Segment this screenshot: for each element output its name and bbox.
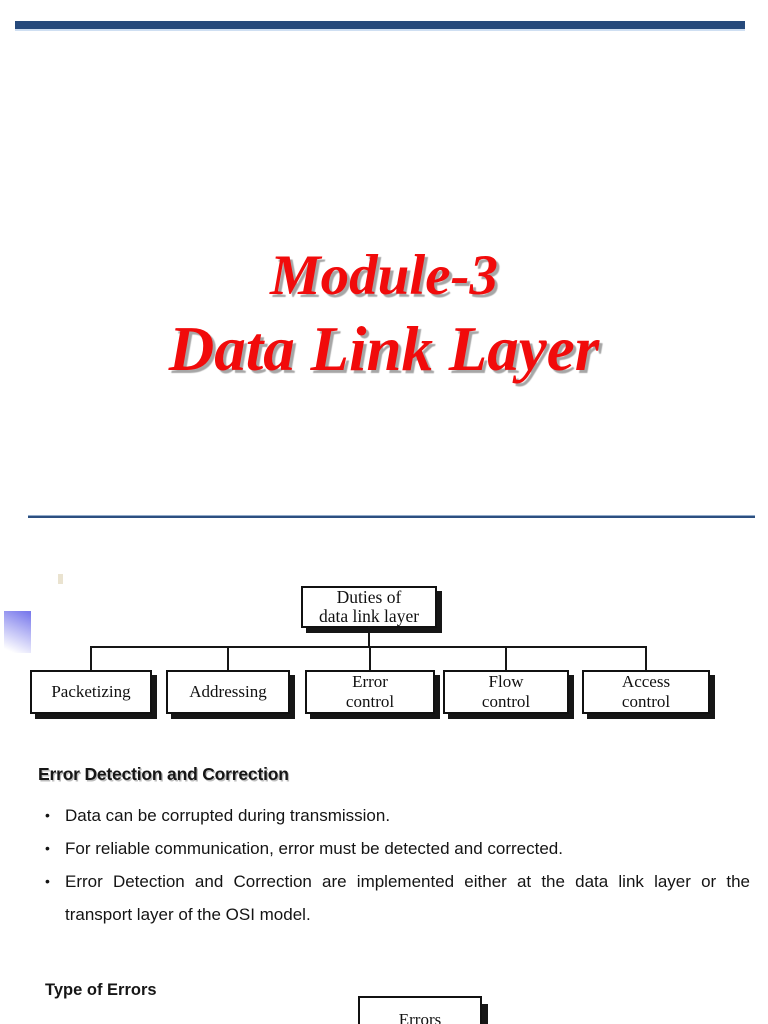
small-artifact-mark	[58, 574, 63, 584]
section-divider-rule	[28, 515, 755, 518]
section-heading: Error Detection and Correction	[38, 764, 289, 784]
connector-line-stub-3	[369, 646, 371, 672]
duties-root-line-2: data link layer	[318, 606, 420, 626]
duty-box-label-line-1: Flow	[488, 672, 524, 691]
errors-root-box: Errors	[358, 996, 482, 1024]
bullet-item: • Data can be corrupted during transmiss…	[42, 799, 750, 832]
duty-box-label-line-2: control	[345, 692, 395, 711]
slide-accent-bar	[15, 21, 745, 31]
title-line-1: Module-3	[270, 244, 498, 307]
duty-box-flow-control: Flow control	[443, 670, 569, 714]
gradient-square-decoration	[4, 611, 31, 653]
bullet-text: Error Detection and Correction are imple…	[65, 872, 750, 924]
connector-line-stub-5	[645, 646, 647, 672]
duty-box-label-line-1: Access	[621, 672, 671, 691]
duty-box-label-line-1: Error	[352, 672, 388, 691]
page-title: Module-3 Data Link Layer	[0, 243, 768, 389]
bullet-icon: •	[45, 840, 50, 856]
duty-box-error-control: Error control	[305, 670, 435, 714]
duty-box-label-line-2: control	[621, 692, 671, 711]
duty-box-addressing: Addressing	[166, 670, 290, 714]
duties-root-box: Duties of data link layer	[301, 586, 437, 628]
duties-root-line-1: Duties of	[336, 587, 402, 607]
bullet-item: • Error Detection and Correction are imp…	[42, 865, 750, 931]
connector-line-stub-4	[505, 646, 507, 672]
bullet-item: • For reliable communication, error must…	[42, 832, 750, 865]
bullet-icon: •	[45, 873, 50, 889]
connector-line-stub-1	[90, 646, 92, 672]
bullet-text: Data can be corrupted during transmissio…	[65, 806, 391, 825]
duty-box-label: Addressing	[189, 682, 267, 701]
bullet-icon: •	[45, 807, 50, 823]
duty-box-access-control: Access control	[582, 670, 710, 714]
connector-line-root	[368, 626, 370, 648]
duty-box-packetizing: Packetizing	[30, 670, 152, 714]
bullet-text: For reliable communication, error must b…	[65, 839, 563, 858]
subheading-type-of-errors: Type of Errors	[45, 981, 157, 999]
title-line-2: Data Link Layer	[168, 314, 600, 384]
duty-box-label: Packetizing	[51, 682, 131, 701]
duty-box-label-line-2: control	[481, 692, 531, 711]
errors-box-label: Errors	[398, 1010, 442, 1024]
bullet-list: • Data can be corrupted during transmiss…	[42, 799, 750, 931]
connector-line-stub-2	[227, 646, 229, 672]
